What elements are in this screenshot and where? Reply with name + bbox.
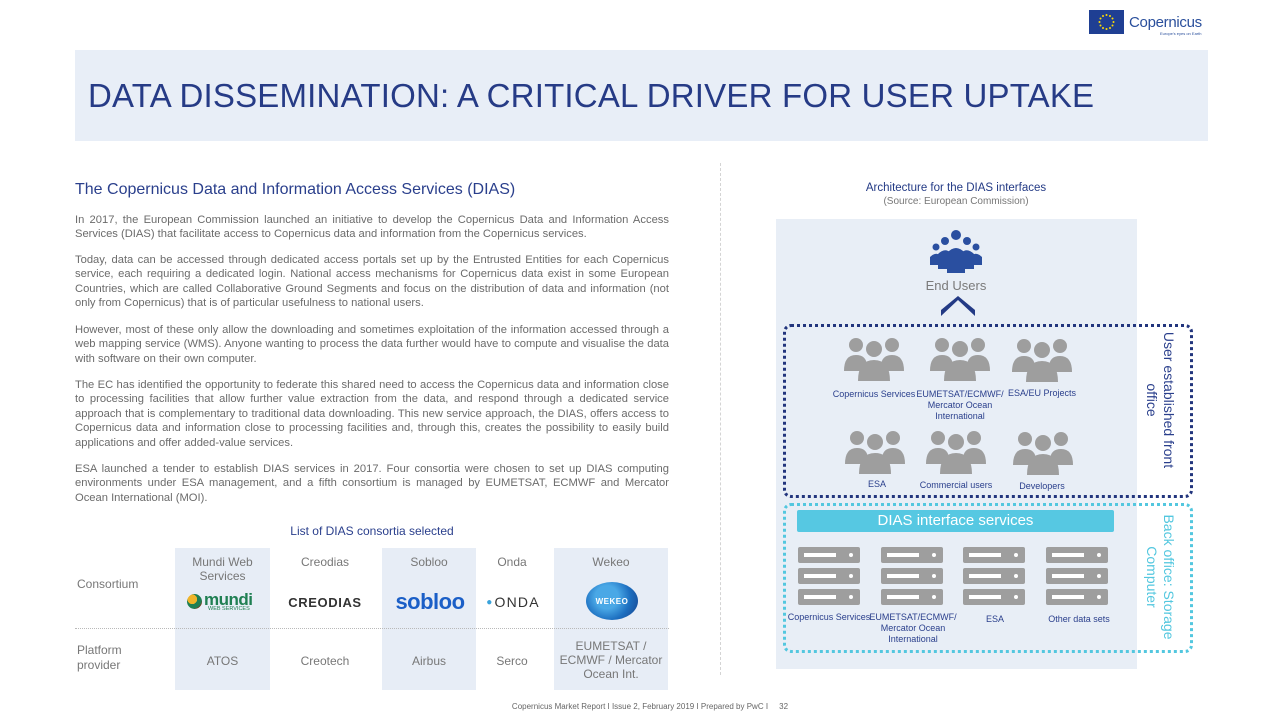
front-group-label: ESA [867, 479, 886, 489]
sobloo-logo: sobloo [395, 589, 465, 614]
eu-flag-icon [1089, 10, 1124, 34]
server-icon [963, 547, 1025, 605]
back-group-label: EUMETSAT/ECMWF/ Mercator Ocean Internati… [869, 612, 957, 644]
consortium-name: Creodias [300, 555, 350, 569]
table-divider [75, 628, 669, 629]
title-band: DATA DISSEMINATION: A CRITICAL DRIVER FO… [75, 50, 1208, 141]
page-number: 32 [779, 702, 789, 711]
server-icon [881, 547, 943, 605]
front-group-label: ESA/EU Projects [1007, 388, 1077, 398]
row-label-consortium: Consortium [77, 577, 139, 591]
back-group-label: Copernicus Services [787, 612, 871, 622]
section-heading: The Copernicus Data and Information Acce… [75, 181, 516, 198]
consortium-name: Sobloo [410, 555, 448, 569]
onda-logo: ● ONDA [485, 593, 541, 611]
row-label-platform: Platform provider [77, 643, 122, 672]
column-separator [720, 163, 721, 675]
consortium-name: Onda [497, 555, 527, 569]
user-group-icon [926, 431, 986, 474]
server-icon [798, 547, 860, 605]
front-group-label: EUMETSAT/ECMWF/ Mercator Ocean Internati… [916, 389, 1004, 421]
server-icon [1046, 547, 1108, 605]
chevron-up-icon [941, 296, 975, 316]
copernicus-logo: Copernicus Europe's eyes on Earth [1129, 8, 1205, 38]
platform-provider: ATOS [206, 654, 239, 668]
platform-provider: Creotech [300, 654, 350, 668]
back-group-label: ESA [985, 614, 1004, 624]
consortium-name: Mundi Web Services [192, 555, 253, 583]
end-users-icon [930, 230, 982, 273]
mundi-logo-word: mundi [204, 590, 253, 609]
diagram-title: Architecture for the DIAS interfaces [865, 182, 1047, 194]
page-title: DATA DISSEMINATION: A CRITICAL DRIVER FO… [88, 77, 1095, 114]
user-group-icon [930, 338, 990, 381]
front-group-label: Commercial users [919, 480, 993, 490]
page-footer: Copernicus Market Report I Issue 2, Febr… [440, 702, 860, 711]
paragraph-access-portals: Today, data can be accessed through dedi… [75, 254, 669, 310]
back-office-box [783, 503, 1193, 653]
table-shade-column [382, 548, 476, 690]
dias-interface-bar: DIAS interface services [797, 510, 1114, 532]
table-title: List of DIAS consortia selected [290, 524, 454, 538]
user-group-icon [844, 338, 904, 381]
back-group-label: Other data sets [1048, 614, 1110, 624]
mundi-logo-sub: WEB SERVICES [208, 606, 250, 612]
front-group-label: Developers [1019, 481, 1065, 491]
back-office-label: Back office: Storage Computer [1144, 514, 1177, 640]
copernicus-logo-word: Copernicus [1129, 14, 1202, 31]
creodias-logo: CREODIAS [288, 594, 362, 610]
front-office-label: User established front office [1144, 331, 1177, 469]
platform-provider: EUMETSAT / ECMWF / Mercator Ocean Int. [559, 639, 663, 681]
onda-logo-word: ONDA [494, 594, 540, 610]
end-users-label: End Users [925, 278, 987, 293]
table-shade-column [175, 548, 270, 690]
paragraph-ec-opportunity: The EC has identified the opportunity to… [75, 379, 669, 449]
user-group-icon [845, 431, 905, 474]
platform-provider: Serco [496, 654, 528, 668]
footer-text: Copernicus Market Report I Issue 2, Febr… [511, 702, 769, 711]
wekeo-logo: WEKEO [586, 582, 638, 620]
user-group-icon [1013, 432, 1073, 475]
paragraph-esa-tender: ESA launched a tender to establish DIAS … [75, 463, 669, 504]
user-group-icon [1012, 339, 1072, 382]
front-group-label: Copernicus Services [832, 389, 916, 399]
diagram-source: (Source: European Commission) [883, 196, 1029, 207]
onda-dot-icon: ● [486, 596, 494, 608]
paragraph-limitations: However, most of these only allow the do… [75, 324, 669, 365]
front-office-box [783, 324, 1193, 498]
mundi-logo: mundi WEB SERVICES [187, 590, 259, 614]
copernicus-logo-tagline: Europe's eyes on Earth [1160, 31, 1202, 36]
platform-provider: Airbus [411, 654, 446, 668]
mundi-globe-icon [187, 594, 202, 609]
paragraph-intro: In 2017, the European Commission launche… [75, 214, 669, 241]
consortium-name: Wekeo [592, 555, 630, 569]
